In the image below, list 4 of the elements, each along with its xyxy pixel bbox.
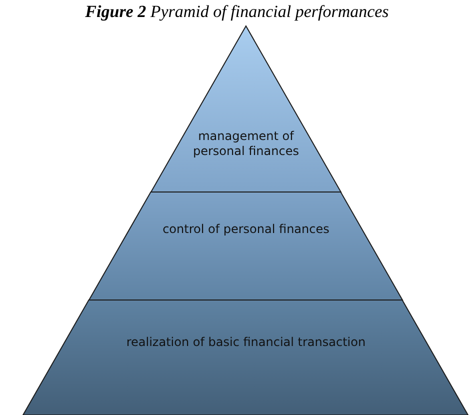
tier-label: control of personal finances: [162, 222, 330, 238]
figure-title: Figure 2 Pyramid of financial performances: [84, 2, 390, 22]
tier-label: management of personal finances: [192, 128, 300, 159]
tier-label: realization of basic financial transaction: [125, 334, 367, 350]
